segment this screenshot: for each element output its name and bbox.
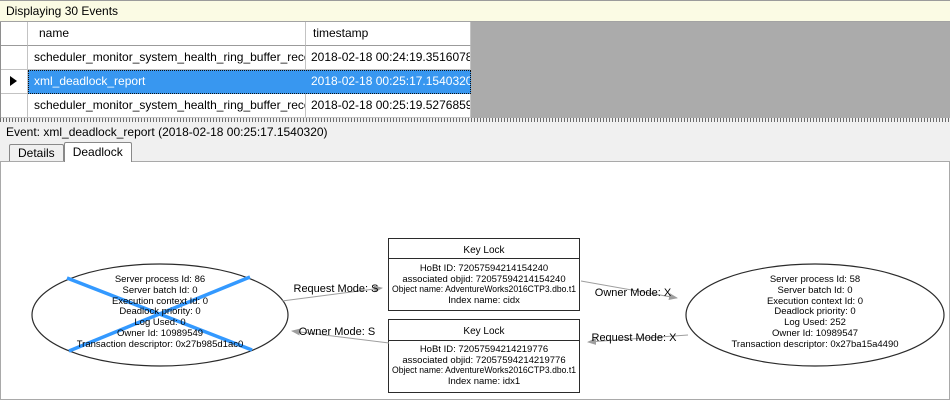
edge-label-owner-s: Owner Mode: S: [299, 326, 375, 338]
process-attr: Log Used: 252: [784, 317, 846, 328]
resource-attr: Index name: idx1: [448, 376, 520, 387]
resource-attr: Object name: AdventureWorks2016CTP3.dbo.…: [392, 284, 576, 295]
events-count-bar: Displaying 30 Events: [0, 0, 950, 22]
tab-details[interactable]: Details: [9, 144, 64, 161]
edge-request-s: [281, 285, 383, 302]
process-attr: Transaction descriptor: 0x27ba15a4490: [731, 339, 898, 350]
deadlock-graph-pane: Server process Id: 86 Server batch Id: 0…: [0, 161, 950, 400]
cell-event-name[interactable]: scheduler_monitor_system_health_ring_buf…: [28, 94, 306, 118]
resource-node-keylock-bottom[interactable]: Key Lock HoBt ID: 72057594214219776 asso…: [388, 319, 580, 393]
process-attr: Server batch Id: 0: [123, 285, 198, 296]
edge-label-request-x: Request Mode: X: [592, 332, 678, 344]
grid-header-row: name timestamp: [1, 22, 471, 46]
process-node-owner[interactable]: Server process Id: 58 Server batch Id: 0…: [685, 263, 945, 367]
edge-label-request-s: Request Mode: S: [294, 283, 379, 295]
process-attr: Owner Id: 10989549: [117, 328, 203, 339]
process-attr: Deadlock priority: 0: [774, 306, 855, 317]
selected-row-highlight[interactable]: xml_deadlock_report 2018-02-18 00:25:17.…: [28, 70, 471, 94]
victim-cross-icon: [68, 275, 251, 353]
events-grid[interactable]: name timestamp scheduler_monitor_system_…: [0, 22, 950, 118]
resource-node-keylock-top[interactable]: Key Lock HoBt ID: 72057594214154240 asso…: [388, 238, 580, 311]
grid-pane-splitter[interactable]: [0, 118, 950, 122]
row-indicator-cell: [1, 70, 28, 94]
resource-attr: HoBt ID: 72057594214219776: [420, 344, 548, 355]
resource-attr: Index name: cidx: [448, 295, 520, 306]
row-indicator-header-cell: [1, 22, 28, 46]
selected-event-label: Event: xml_deadlock_report (2018-02-18 0…: [0, 122, 950, 142]
process-attr: Server process Id: 58: [770, 274, 860, 285]
edge-request-x: [587, 334, 689, 345]
cell-event-timestamp[interactable]: 2018-02-18 00:24:19.3516078: [306, 46, 471, 70]
edge-owner-s: [291, 328, 390, 344]
column-header-name[interactable]: name: [28, 22, 306, 46]
resource-title: Key Lock: [463, 245, 505, 256]
tab-deadlock[interactable]: Deadlock: [63, 142, 132, 162]
table-row-selected[interactable]: xml_deadlock_report 2018-02-18 00:25:17.…: [1, 70, 471, 94]
process-attr: Server batch Id: 0: [778, 285, 853, 296]
row-indicator-cell: [1, 94, 28, 118]
process-node-victim[interactable]: Server process Id: 86 Server batch Id: 0…: [31, 263, 289, 367]
resource-attr: associated objid: 72057594214219776: [402, 355, 565, 366]
deadlock-graph: Server process Id: 86 Server batch Id: 0…: [31, 238, 945, 393]
cell-event-timestamp[interactable]: 2018-02-18 00:25:19.5276859: [306, 94, 471, 118]
cell-event-name[interactable]: scheduler_monitor_system_health_ring_buf…: [28, 46, 306, 70]
process-attr: Log Used: 0: [134, 317, 185, 328]
edge-owner-x: [580, 280, 678, 301]
current-row-arrow-icon: [10, 76, 17, 86]
edge-label-owner-x: Owner Mode: X: [595, 287, 672, 299]
process-attr: Execution context Id: 0: [767, 296, 863, 307]
process-attr: Transaction descriptor: 0x27b985d1ac0: [77, 339, 244, 350]
resource-title: Key Lock: [463, 326, 505, 337]
cell-event-timestamp[interactable]: 2018-02-18 00:25:17.1540320: [306, 70, 471, 94]
table-row[interactable]: scheduler_monitor_system_health_ring_buf…: [1, 94, 471, 118]
process-attr: Server process Id: 86: [115, 274, 205, 285]
resource-attr: Object name: AdventureWorks2016CTP3.dbo.…: [392, 365, 576, 376]
resource-attr: associated objid: 72057594214154240: [402, 274, 565, 285]
column-header-timestamp[interactable]: timestamp: [306, 22, 471, 46]
cell-event-name[interactable]: xml_deadlock_report: [28, 70, 306, 94]
process-attr: Execution context Id: 0: [112, 296, 208, 307]
row-indicator-cell: [1, 46, 28, 70]
table-row[interactable]: scheduler_monitor_system_health_ring_buf…: [1, 46, 471, 70]
process-attr: Owner Id: 10989547: [772, 328, 858, 339]
detail-tab-strip: Details Deadlock: [0, 142, 950, 162]
resource-attr: HoBt ID: 72057594214154240: [420, 263, 548, 274]
process-attr: Deadlock priority: 0: [119, 306, 200, 317]
